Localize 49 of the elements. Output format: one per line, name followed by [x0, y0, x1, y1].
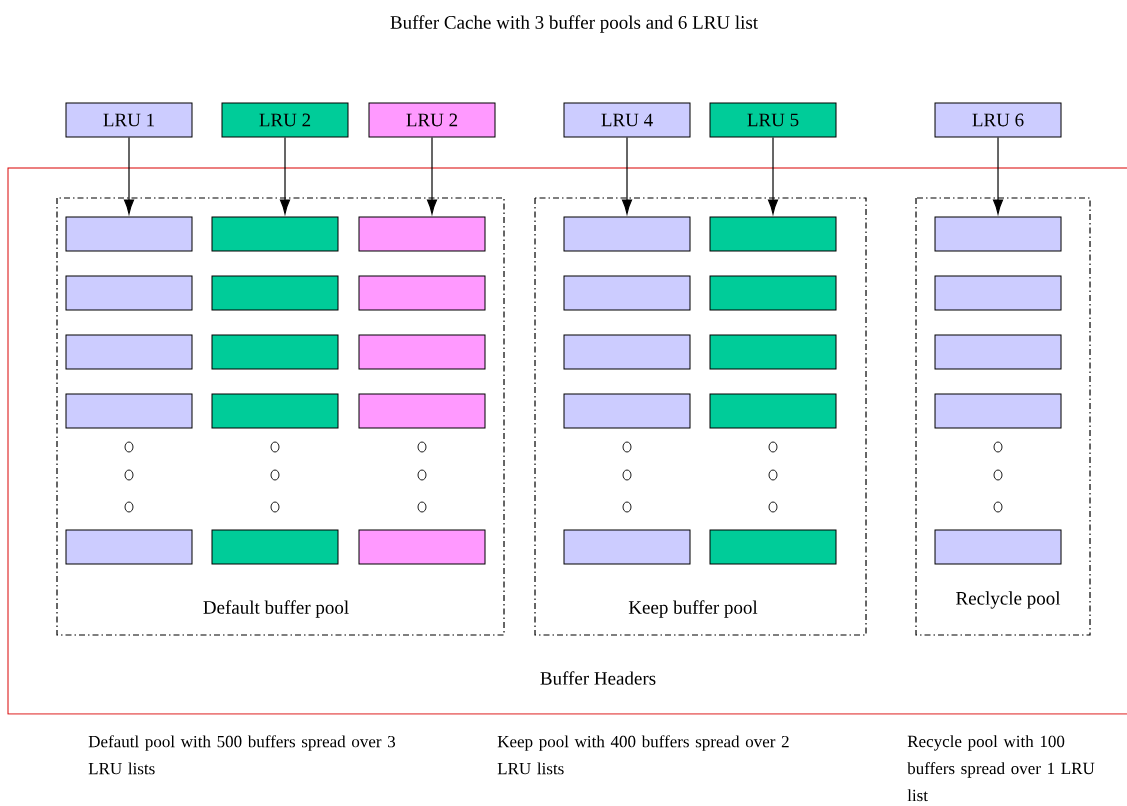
buffer-box [358, 393, 486, 429]
arrow [123, 136, 135, 215]
buffer-box [65, 275, 193, 311]
arrow [426, 136, 438, 215]
buffer-box [358, 216, 486, 252]
buffer-box [211, 334, 339, 370]
note: Defautl pool with 500 buffers spread over 3 LRU lists [88, 735, 396, 775]
lru-box: LRU 2 [368, 102, 496, 138]
arrow [279, 136, 291, 215]
buffer-box [65, 334, 193, 370]
arrow [992, 136, 1004, 215]
buffer-box [358, 529, 486, 565]
buffer-box [709, 393, 837, 429]
buffer-box [211, 529, 339, 565]
buffer-box [709, 216, 837, 252]
note: Recycle pool with 100 buffers spread over 1 LRU list [907, 735, 1095, 802]
lru-box: LRU 5 [709, 102, 837, 138]
buffer-box [563, 216, 691, 252]
buffer-box [563, 275, 691, 311]
lru-box: LRU 2 [221, 102, 349, 138]
buffer-box [934, 275, 1062, 311]
buffer-box [934, 216, 1062, 252]
buffer-box [358, 275, 486, 311]
buffer-box [211, 275, 339, 311]
arrow [767, 136, 779, 215]
note: Keep pool with 400 buffers spread over 2 LRU lists [497, 735, 789, 775]
title: Buffer Cache with 3 buffer pools and 6 LRU list [390, 15, 758, 33]
buffer-box [709, 334, 837, 370]
lru-box: LRU 1 [65, 102, 193, 138]
lru-box: LRU 6 [934, 102, 1062, 138]
buffer-box [563, 529, 691, 565]
buffer-box [709, 529, 837, 565]
buffer-box [358, 334, 486, 370]
buffer-box [211, 216, 339, 252]
buffer-box [65, 216, 193, 252]
buffer-box [65, 393, 193, 429]
pool-frame: Keep buffer pool [534, 197, 867, 636]
buffer-box [934, 393, 1062, 429]
pool-frame: Default buffer pool [56, 197, 505, 636]
buffer-box [934, 529, 1062, 565]
arrow [621, 136, 633, 215]
buffer-box [563, 393, 691, 429]
buffer-box [934, 334, 1062, 370]
lru-box: LRU 4 [563, 102, 691, 138]
buffer-box [709, 275, 837, 311]
buffer-box [211, 393, 339, 429]
pool-frame: Reclycle pool [915, 197, 1091, 636]
buffer-box [65, 529, 193, 565]
buffer-box [563, 334, 691, 370]
